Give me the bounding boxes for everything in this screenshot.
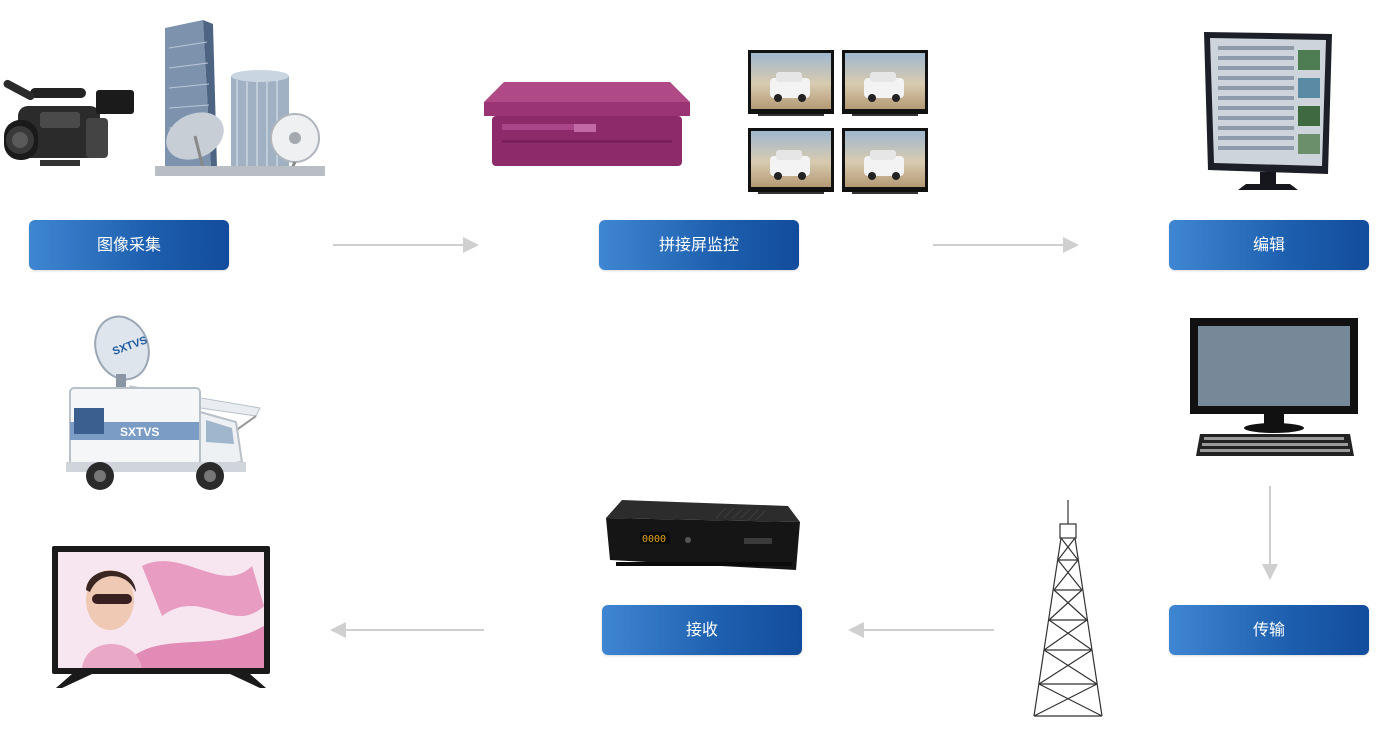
editing-monitor-icon: [1198, 30, 1338, 196]
truck-side-text: SXTVS: [120, 425, 159, 439]
arrow-left-icon: [848, 621, 994, 639]
arrow-right-icon: [933, 236, 1079, 254]
broadcast-buildings-icon: [155, 18, 325, 178]
step-capture-label: 图像采集: [29, 220, 229, 270]
step-edit-label: 编辑: [1169, 220, 1369, 270]
camcorder-icon: [0, 78, 140, 178]
encoder-device-icon: [484, 80, 690, 170]
arrow-right-icon: [333, 236, 479, 254]
step-receive-label: 接收: [602, 605, 802, 655]
step-transmit-label: 传输: [1169, 605, 1369, 655]
television-icon: [52, 546, 270, 692]
decoder-display: 0000: [642, 534, 666, 545]
arrow-left-icon: [330, 621, 484, 639]
ob-truck-icon: SXTVS SXTVS: [60, 312, 270, 496]
transmission-tower-icon: [1030, 500, 1106, 718]
video-wall-icon: [748, 50, 930, 196]
step-monitor-label: 拼接屏监控: [599, 220, 799, 270]
desktop-computer-icon: [1190, 318, 1358, 458]
set-top-box-icon: 0000: [606, 498, 800, 582]
arrow-down-icon: [1261, 486, 1279, 580]
